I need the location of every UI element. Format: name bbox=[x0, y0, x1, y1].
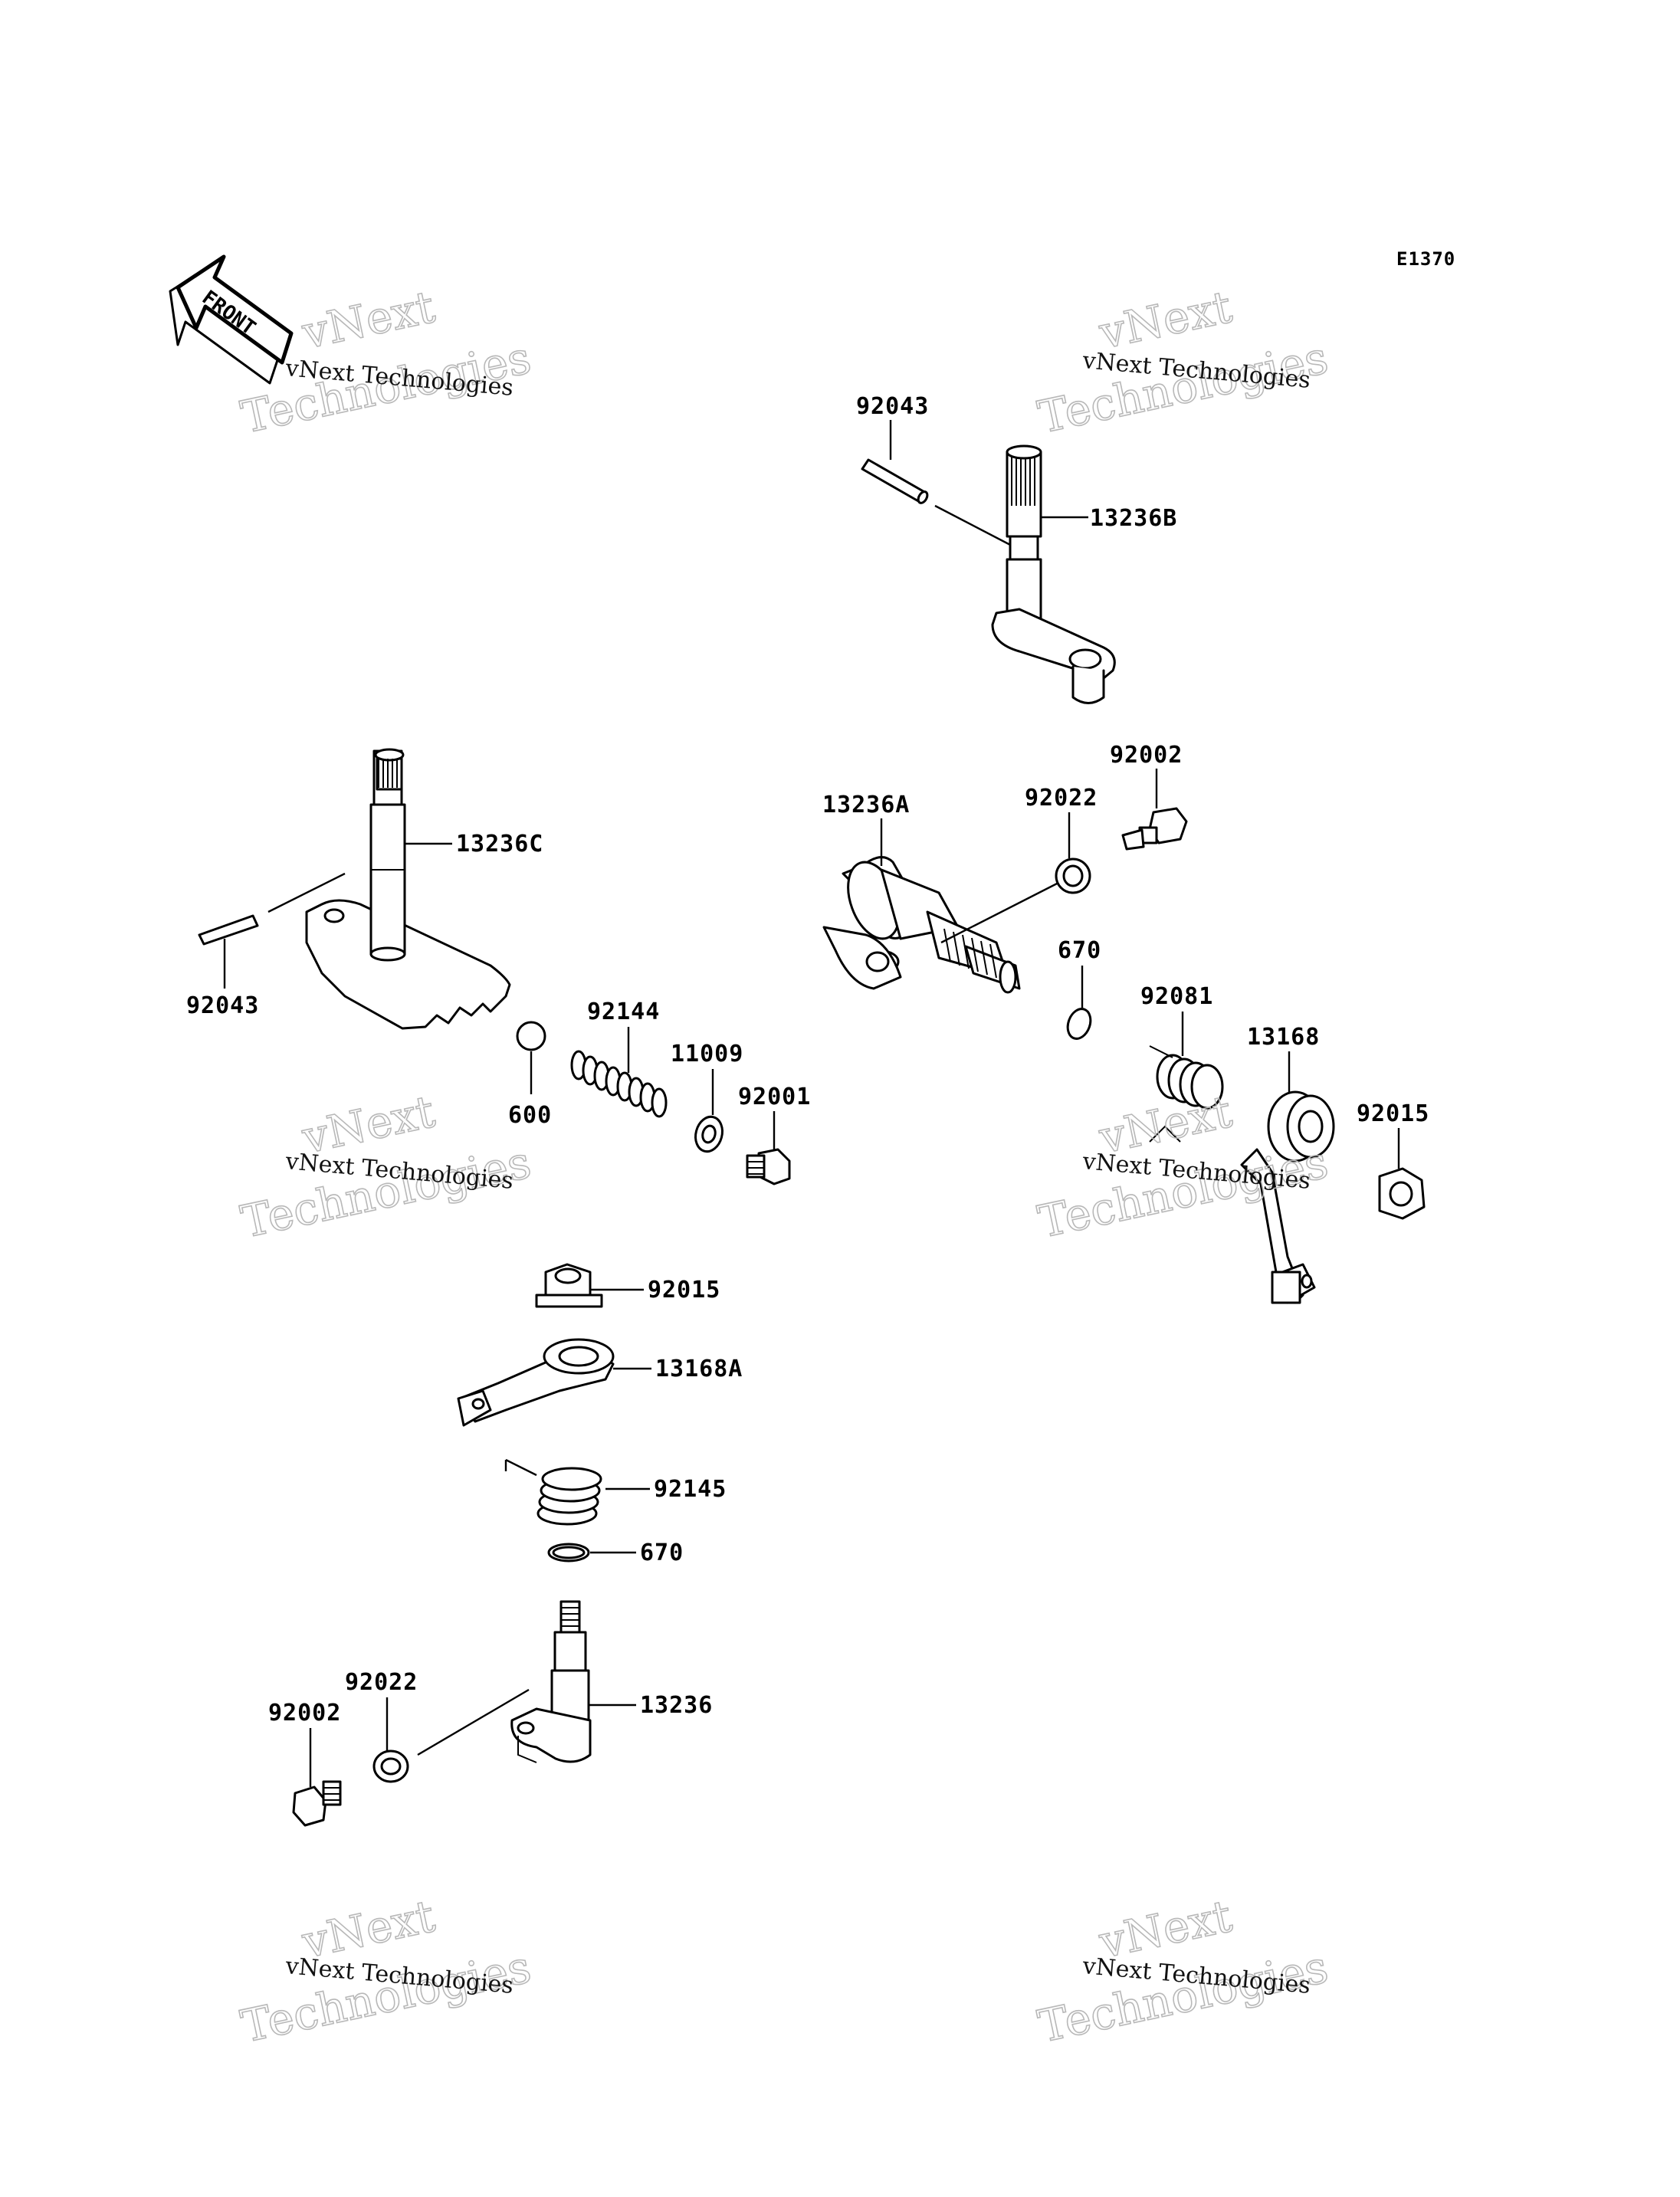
part-92144-spring bbox=[570, 1050, 668, 1118]
callout-13236C: 13236C bbox=[456, 831, 543, 857]
part-92081-spring bbox=[1149, 1045, 1224, 1143]
callout-13168: 13168 bbox=[1247, 1024, 1320, 1051]
part-13236B-shaft bbox=[861, 444, 1116, 704]
callout-670-mid: 670 bbox=[640, 1540, 684, 1566]
watermark-top-right: vNext Technologies vNext Technologies bbox=[1033, 280, 1333, 444]
callout-13236: 13236 bbox=[640, 1692, 713, 1719]
callout-92022-bottom: 92022 bbox=[345, 1669, 418, 1696]
part-92022-washer-top bbox=[1055, 857, 1091, 894]
part-600-ball bbox=[516, 1021, 546, 1051]
part-92002-bolt-bottom bbox=[292, 1780, 342, 1827]
callout-92144: 92144 bbox=[587, 998, 660, 1025]
part-670-oring-mid bbox=[547, 1543, 590, 1562]
callout-13236B: 13236B bbox=[1090, 505, 1177, 532]
part-13168-lever bbox=[1240, 1090, 1335, 1304]
part-92015-nut-mid bbox=[535, 1263, 603, 1308]
part-11009-washer bbox=[694, 1115, 724, 1153]
front-arrow-icon: FRONT bbox=[169, 254, 294, 385]
part-670-oring-top bbox=[1066, 1008, 1092, 1040]
diagram-code: E1370 bbox=[1396, 248, 1455, 270]
callout-92145: 92145 bbox=[654, 1476, 727, 1503]
part-92022-washer-bottom bbox=[372, 1749, 409, 1783]
callout-92015-right: 92015 bbox=[1357, 1100, 1429, 1127]
callout-13168A: 13168A bbox=[655, 1356, 743, 1382]
part-92001-bolt bbox=[746, 1148, 791, 1185]
callout-92001: 92001 bbox=[738, 1084, 811, 1110]
watermark-bottom-right: vNext Technologies vNext Technologies bbox=[1033, 1889, 1333, 2053]
svg-text:vNext: vNext bbox=[297, 280, 439, 359]
part-92145-spring bbox=[504, 1458, 602, 1526]
watermark-bottom-left: vNext Technologies vNext Technologies bbox=[236, 1889, 536, 2053]
callout-92022-top: 92022 bbox=[1025, 785, 1098, 812]
watermark-mid-left: vNext Technologies vNext Technologies bbox=[236, 1084, 536, 1248]
svg-text:vNext: vNext bbox=[1094, 280, 1236, 359]
callout-92043-top: 92043 bbox=[856, 393, 929, 420]
part-92015-nut-right bbox=[1378, 1167, 1426, 1220]
callout-92002-top: 92002 bbox=[1110, 742, 1183, 769]
callout-92002-bottom: 92002 bbox=[268, 1700, 341, 1726]
callout-600: 600 bbox=[508, 1102, 552, 1129]
part-13168A-lever bbox=[457, 1338, 615, 1427]
callout-92043-left: 92043 bbox=[186, 992, 259, 1019]
callout-13236A: 13236A bbox=[822, 792, 910, 818]
callout-92015-mid: 92015 bbox=[648, 1277, 720, 1303]
callout-92081: 92081 bbox=[1140, 983, 1213, 1010]
part-13236C-shaft bbox=[198, 748, 511, 1030]
part-13236A-shaft bbox=[822, 856, 1021, 994]
callout-11009: 11009 bbox=[671, 1041, 743, 1067]
part-13236-shaft bbox=[510, 1600, 592, 1763]
part-92002-bolt-top bbox=[1121, 807, 1188, 851]
callout-670-top: 670 bbox=[1058, 937, 1101, 964]
